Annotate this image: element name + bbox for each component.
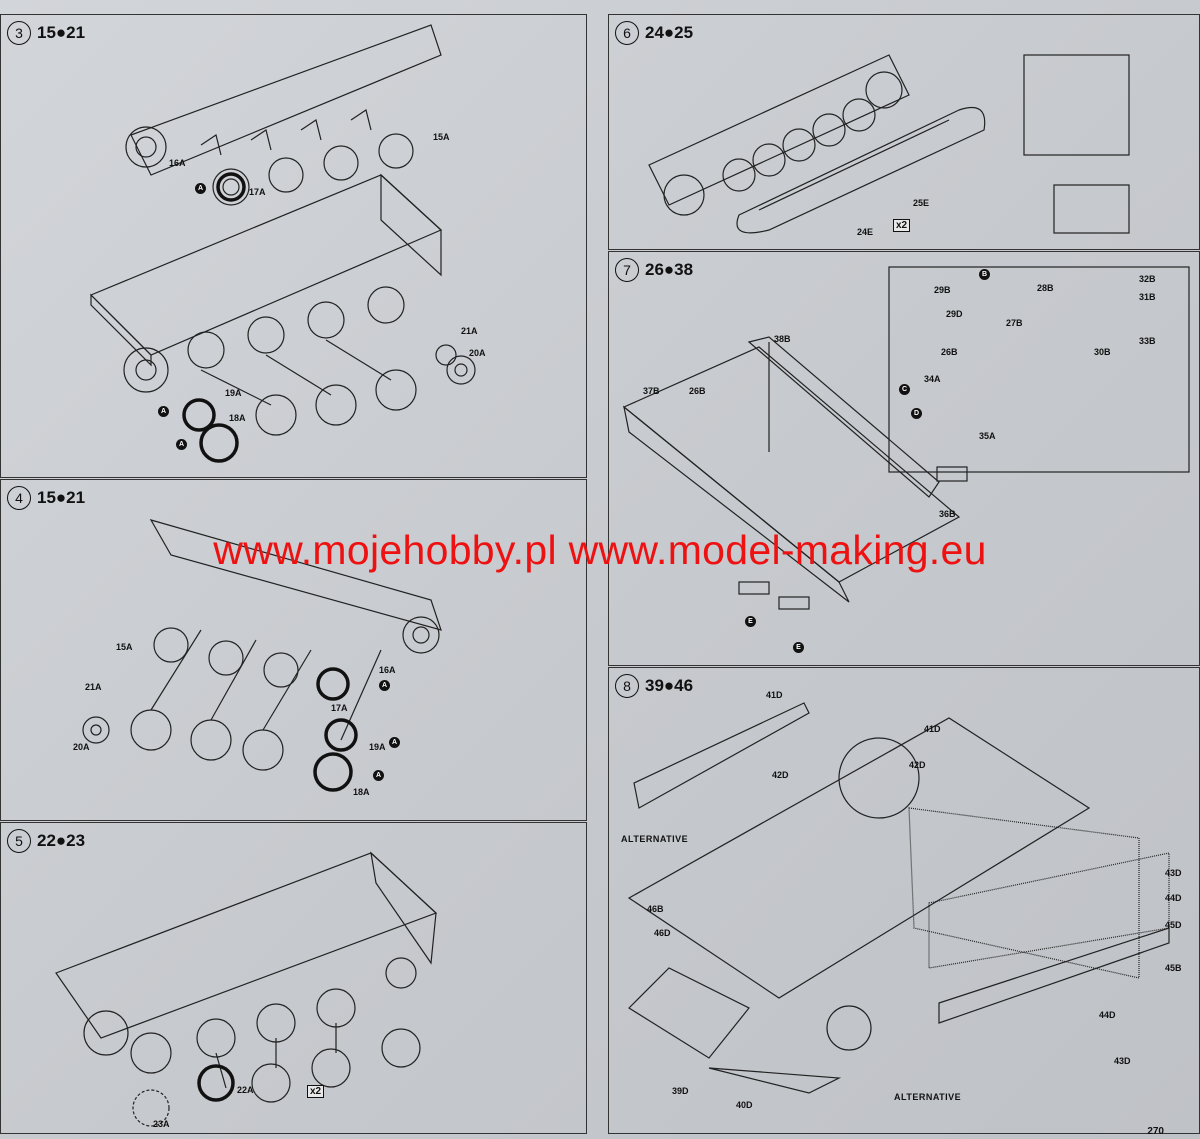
part-label: 41D (924, 724, 941, 734)
marker-a-icon: A (176, 439, 187, 450)
part-label: 43D (1165, 868, 1182, 878)
step-parts: 15●21 (37, 23, 86, 42)
part-label: 46D (654, 928, 671, 938)
step-5-illustration (55, 851, 438, 1127)
step-number: 8 (615, 674, 639, 698)
step-7-illustration (622, 266, 1190, 610)
step-number: 3 (7, 21, 31, 45)
step-7-panel: 7 26●38 37B 26B 38B 36B 29B 29D 28B 27B … (608, 251, 1200, 666)
part-label: 42D (909, 760, 926, 770)
part-label: 25E (913, 198, 930, 208)
part-label: 17A (331, 703, 348, 713)
part-label: 18A (353, 787, 370, 797)
part-label: 19A (225, 388, 242, 398)
part-label: 23A (153, 1119, 170, 1129)
part-label: 36B (939, 509, 956, 519)
marker-a-icon: A (195, 183, 206, 194)
step-number: 6 (615, 21, 639, 45)
part-label: 44D (1099, 1010, 1116, 1020)
step-number: 7 (615, 258, 639, 282)
part-label: 38B (774, 334, 791, 344)
step-7-header: 7 26●38 (615, 258, 693, 282)
step-5-header: 5 22●23 (7, 829, 85, 853)
step-3-panel: 3 15●21 (0, 14, 587, 478)
marker-e-icon: E (745, 616, 756, 627)
step-parts: 24●25 (645, 23, 694, 42)
part-label: 29D (946, 309, 963, 319)
marker-a-icon: A (373, 770, 384, 781)
marker-c-icon: C (899, 384, 910, 395)
marker-e-icon: E (793, 642, 804, 653)
marker-d-icon: D (911, 408, 922, 419)
part-label: 15A (116, 642, 133, 652)
part-label: 34A (924, 374, 941, 384)
part-label: 46B (647, 904, 664, 914)
marker-a-icon: A (379, 680, 390, 691)
part-label: 44D (1165, 893, 1182, 903)
part-label: 21A (461, 326, 478, 336)
step-4-header: 4 15●21 (7, 486, 85, 510)
part-label: 39D (672, 1086, 689, 1096)
step-parts: 39●46 (645, 676, 694, 695)
part-label: 33B (1139, 336, 1156, 346)
step-number: 5 (7, 829, 31, 853)
step-parts: 22●23 (37, 831, 86, 850)
alternative-label: ALTERNATIVE (621, 834, 689, 844)
step-8-header: 8 39●46 (615, 674, 693, 698)
part-label: 20A (73, 742, 90, 752)
watermark: www.mojehobby.pl www.model-making.eu (213, 527, 987, 573)
part-label: 40D (736, 1100, 753, 1110)
part-label: 22A (237, 1085, 254, 1095)
part-label: 21A (85, 682, 102, 692)
part-label: 32B (1139, 274, 1156, 284)
step-parts: 26●38 (645, 260, 694, 279)
part-label: 15A (433, 132, 450, 142)
step-parts: 15●21 (37, 488, 86, 507)
marker-a-icon: A (158, 406, 169, 417)
part-label: 37B (643, 386, 660, 396)
step-number: 4 (7, 486, 31, 510)
marker-a-icon: A (389, 737, 400, 748)
part-label: 45B (1165, 963, 1182, 973)
part-label: 29B (934, 285, 951, 295)
part-label: 16A (379, 665, 396, 675)
multiplier-badge: x2 (307, 1085, 325, 1098)
part-label: 26B (689, 386, 706, 396)
part-label: 17A (249, 187, 266, 197)
multiplier-badge: x2 (893, 219, 911, 232)
part-label: 16A (169, 158, 186, 168)
part-label: 18A (229, 413, 246, 423)
part-label: 26B (941, 347, 958, 357)
part-label: 31B (1139, 292, 1156, 302)
part-label: 43D (1114, 1056, 1131, 1066)
step-6-illustration (648, 54, 1130, 234)
part-label: 27B (1006, 318, 1023, 328)
part-label: 35A (979, 431, 996, 441)
step-4-panel: 4 15●21 15A 21A 20A 16A 17A 19A 1 (0, 479, 587, 821)
part-label: 24E (857, 227, 874, 237)
page-number: 270 (1147, 1126, 1164, 1137)
step-4-illustration (82, 519, 442, 792)
part-label: 45D (1165, 920, 1182, 930)
step-8-illustration (627, 702, 1170, 1094)
step-5-panel: 5 22●23 22A 23A x2 (0, 822, 587, 1134)
part-label: 28B (1037, 283, 1054, 293)
step-8-panel: 8 39●46 41D 42D 41D 42D 43D 44D 45D 45B … (608, 667, 1200, 1134)
part-label: 30B (1094, 347, 1111, 357)
step-6-panel: 6 24●25 24E 25E x2 (608, 14, 1200, 250)
part-label: 42D (772, 770, 789, 780)
part-label: 41D (766, 690, 783, 700)
part-label: 19A (369, 742, 386, 752)
step-6-header: 6 24●25 (615, 21, 693, 45)
part-label: 20A (469, 348, 486, 358)
marker-b-icon: B (979, 269, 990, 280)
step-3-header: 3 15●21 (7, 21, 85, 45)
step-3-illustration (89, 24, 476, 463)
alternative-label: ALTERNATIVE (894, 1092, 962, 1102)
